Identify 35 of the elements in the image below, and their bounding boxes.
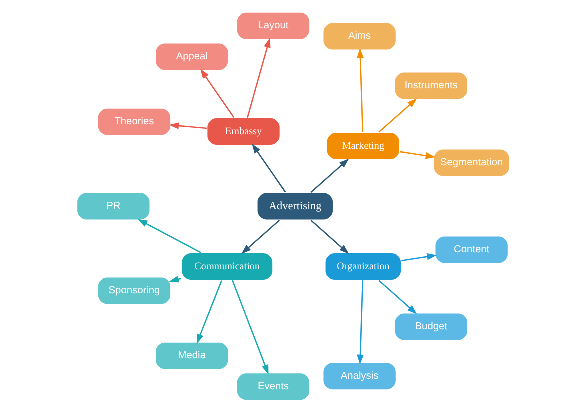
node-box: Appeal xyxy=(154,42,229,72)
arrow xyxy=(310,220,349,254)
node-box: Marketing xyxy=(326,132,400,160)
node-box: Media xyxy=(154,342,229,370)
node-box: Theories xyxy=(96,108,172,136)
arrow xyxy=(356,280,364,365)
node-box: Advertising xyxy=(256,192,334,221)
node-box: Embassy xyxy=(206,118,280,146)
node-box: Events xyxy=(236,372,310,402)
arrow xyxy=(246,38,270,118)
arrow xyxy=(200,69,234,118)
arrow xyxy=(378,98,417,133)
node-box: Aims xyxy=(322,22,396,51)
node-box: Analysis xyxy=(322,362,396,391)
arrow xyxy=(196,280,222,344)
arrow xyxy=(137,219,202,254)
arrow xyxy=(232,280,268,375)
arrow xyxy=(241,220,280,254)
arrow xyxy=(400,151,436,160)
node-box: PR xyxy=(76,192,150,221)
arrow xyxy=(168,276,182,283)
node-box: Instruments xyxy=(394,72,468,100)
node-box: Organization xyxy=(324,252,402,281)
arrow xyxy=(356,48,364,132)
arrow xyxy=(378,280,417,314)
node-box: Segmentation xyxy=(432,148,510,178)
node-box: Communication xyxy=(180,252,274,281)
arrow xyxy=(168,122,207,130)
node-box: Budget xyxy=(394,312,468,342)
node-box: Layout xyxy=(236,12,310,40)
arrow xyxy=(252,144,286,193)
arrow xyxy=(310,158,349,194)
arrow xyxy=(401,253,436,262)
node-box: Sponsoring xyxy=(96,276,172,306)
node-box: Content xyxy=(434,236,508,264)
